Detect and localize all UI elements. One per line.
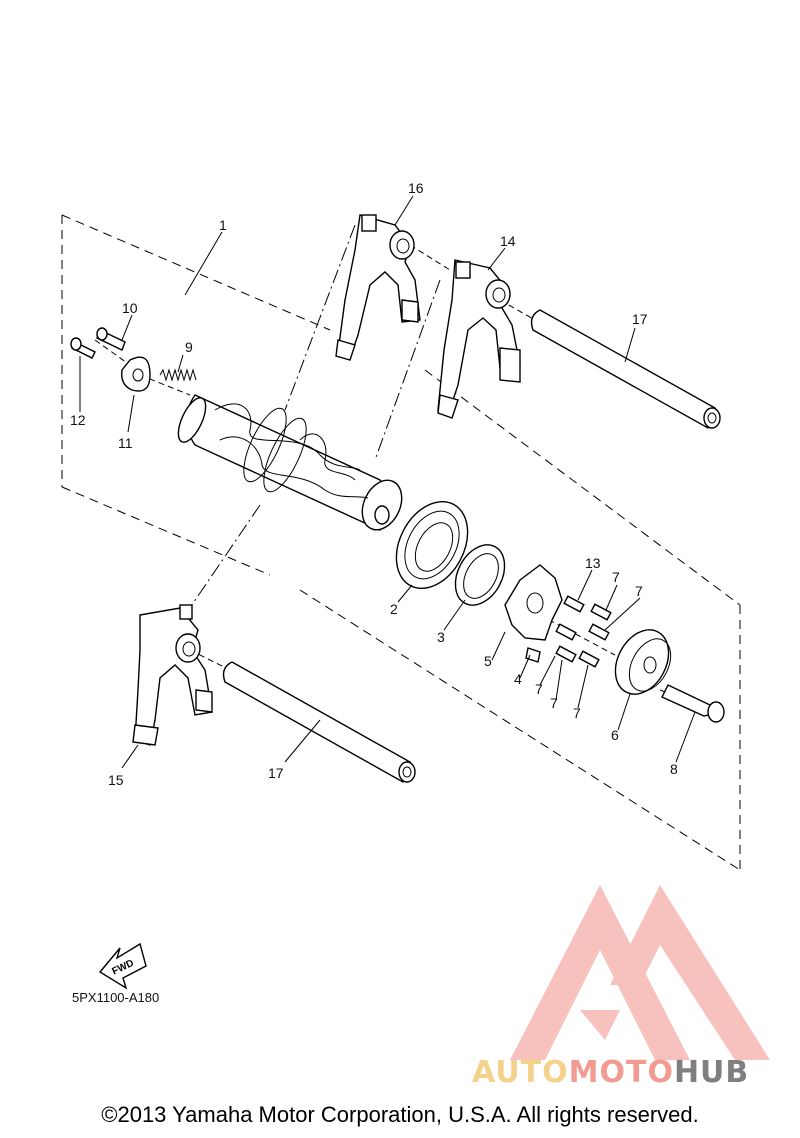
watermark-text: AUTOMOTOHUB	[472, 1055, 749, 1090]
shift-fork-16	[335, 214, 421, 361]
guide-bar-lower	[222, 661, 416, 783]
watermark-part-moto: MOTO	[568, 1055, 674, 1090]
pins	[555, 595, 612, 668]
callout-5: 5	[484, 653, 492, 669]
shift-drum-segment	[614, 629, 672, 695]
callout-16: 16	[408, 180, 424, 196]
alignment-lines	[94, 224, 701, 706]
callout-14: 14	[500, 233, 516, 249]
callout-15: 15	[108, 772, 124, 788]
callout-7c: 7	[535, 681, 543, 697]
dowel-pin	[525, 647, 541, 663]
callout-9: 9	[185, 339, 193, 355]
circlip	[454, 544, 506, 606]
callout-1: 1	[219, 217, 227, 233]
callout-6: 6	[611, 727, 619, 743]
callout-10: 10	[122, 300, 138, 316]
callout-12: 12	[70, 412, 86, 428]
spring	[159, 368, 197, 382]
callout-11: 11	[118, 435, 133, 451]
callout-2: 2	[390, 601, 398, 617]
callout-4: 4	[514, 671, 522, 687]
shift-fork-14	[437, 259, 521, 419]
leader-lines	[79, 195, 696, 769]
watermark-part-hub: HUB	[673, 1055, 750, 1090]
callout-7d: 7	[550, 695, 558, 711]
bearing	[395, 500, 469, 590]
copyright-notice: ©2013 Yamaha Motor Corporation, U.S.A. A…	[101, 1102, 699, 1127]
watermark-part-auto: AUTO	[472, 1055, 569, 1090]
forward-arrow-icon: FWD	[98, 942, 147, 990]
callout-17-upper: 17	[632, 311, 648, 327]
callout-17-lower: 17	[268, 765, 284, 781]
shift-drum	[177, 394, 403, 531]
shift-fork-15	[132, 604, 213, 746]
callout-13: 13	[585, 555, 601, 571]
watermark-logo	[510, 885, 770, 1060]
stopper-lever	[121, 356, 151, 392]
callouts: 1 16 14 17 9 10 11 12 2 3 5 4 13 7 7 7 7…	[70, 180, 678, 788]
assembly-boundary	[61, 214, 741, 871]
segment-bolt	[661, 684, 725, 723]
guide-bar-upper	[530, 309, 721, 429]
callout-7b: 7	[635, 583, 643, 599]
diagram-code: 5PX1100-A180	[72, 990, 160, 1005]
bolt-12	[70, 337, 96, 359]
callout-3: 3	[437, 629, 445, 645]
callout-7a: 7	[612, 569, 620, 585]
bolt-10	[96, 327, 126, 351]
segment-plate	[504, 564, 563, 641]
callout-7e: 7	[573, 705, 581, 721]
callout-8: 8	[670, 761, 678, 777]
